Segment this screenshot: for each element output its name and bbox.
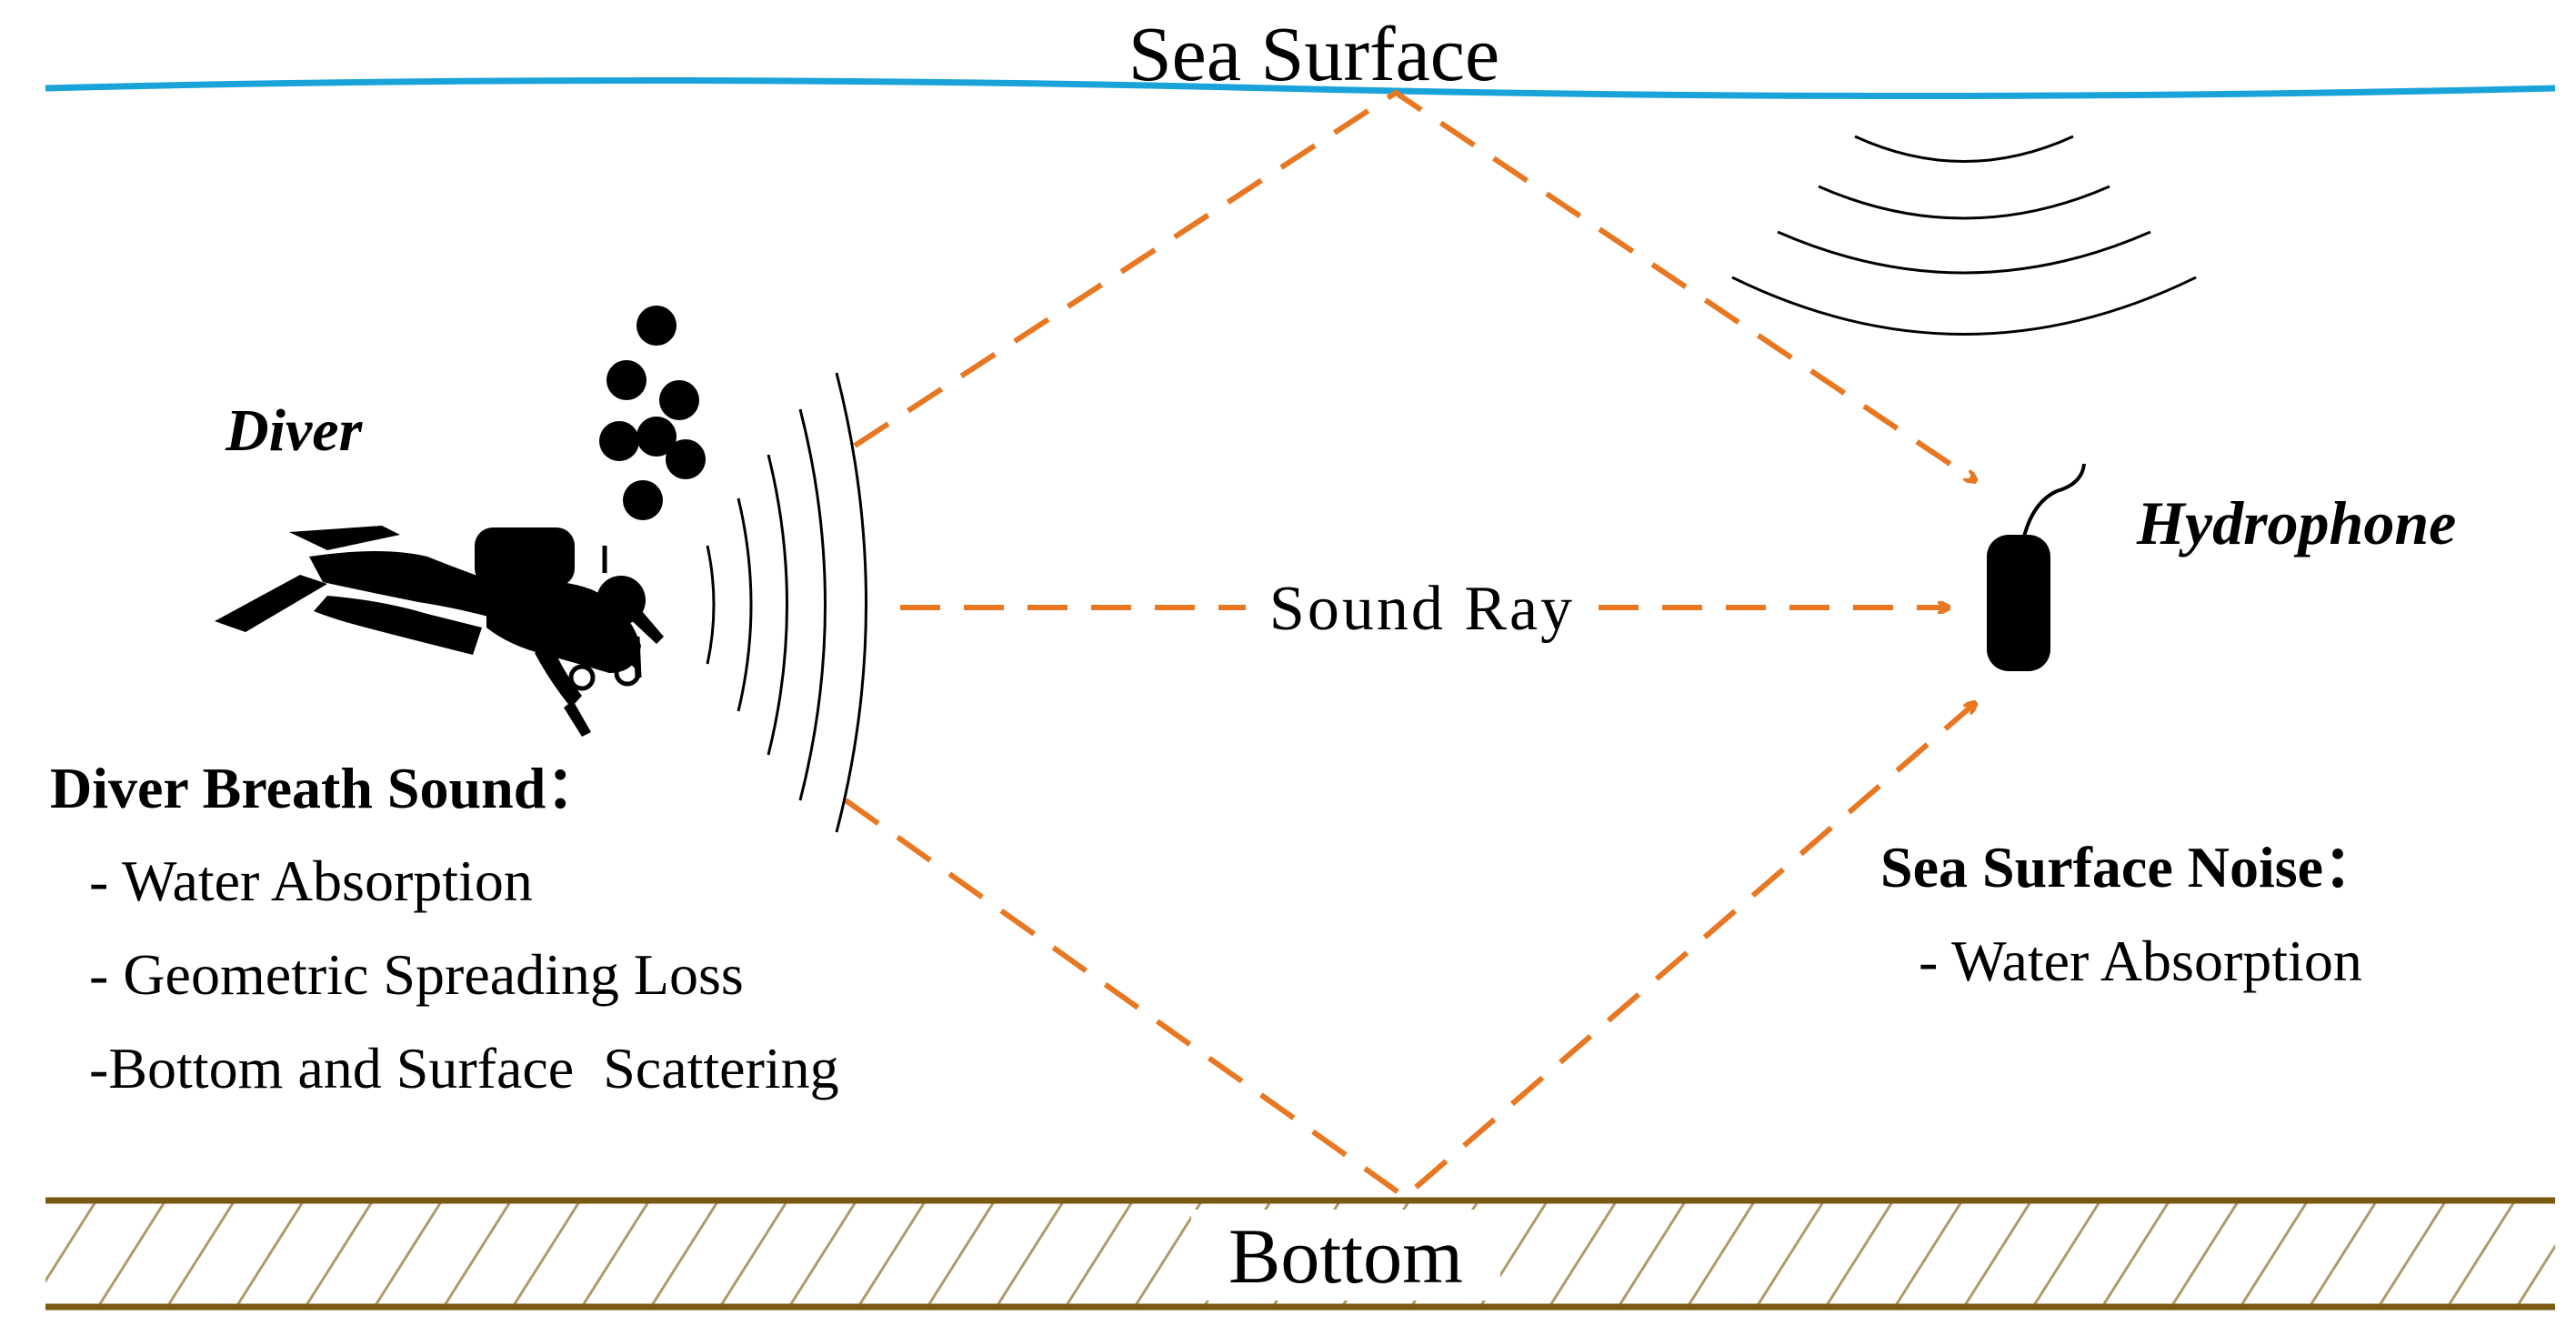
surface-noise-arcs: [1731, 135, 2197, 336]
bottom-label-bg: [1191, 1210, 1500, 1301]
surface-reflected-ray: [853, 89, 1973, 479]
bubble-icon: [599, 306, 706, 520]
diver-item-spreading-loss: - Geometric Spreading Loss: [89, 942, 744, 1007]
diver-sound-wave-arcs: [706, 372, 867, 833]
hydrophone-icon: [1987, 463, 2086, 671]
bottom-reflected-ray: [844, 705, 1973, 1200]
bottom-label: Bottom: [1228, 1212, 1463, 1300]
diver-item-scattering: -Bottom and Surface Scattering: [89, 1036, 839, 1100]
sound-ray-label: Sound Ray: [1269, 574, 1575, 644]
diver-silhouette-icon: [215, 526, 664, 737]
diver-item-water-absorption: - Water Absorption: [89, 849, 533, 913]
sound-ray-paths: [844, 89, 1973, 1200]
sea-noise-item-water-absorption: - Water Absorption: [1919, 929, 2362, 993]
diver-label: Diver: [225, 397, 364, 464]
sea-surface-label: Sea Surface: [1128, 10, 1499, 97]
hydrophone-label: Hydrophone: [2136, 488, 2456, 558]
sea-surface-line: [45, 77, 2556, 99]
sea-noise-heading: Sea Surface Noise：: [1880, 835, 2381, 899]
diver-breath-heading: Diver Breath Sound：: [50, 756, 604, 820]
